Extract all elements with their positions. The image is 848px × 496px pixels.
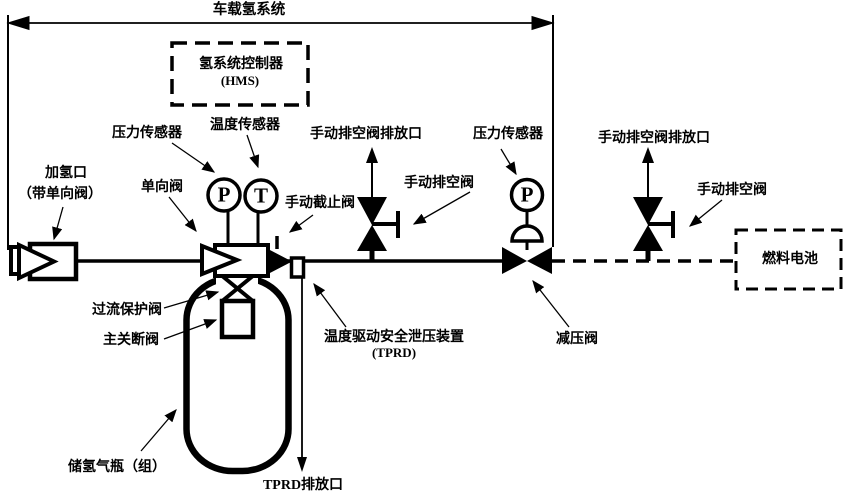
label-pressure-reducing-valve: 减压阀 [556,332,598,347]
pointer-manual-vent-valve-1 [412,191,471,225]
filling-port-symbol [9,241,79,282]
label-temperature-sensor: 温度传感器 [210,118,280,133]
vent-arrow-1-icon [366,147,378,163]
manual-vent-valve-1-symbol [357,147,400,262]
hms-box-title: 氢系统控制器 [199,57,283,72]
label-hydrogen-cylinder: 储氢气瓶（组） [68,460,166,475]
pointer-check-valve [168,196,197,233]
valve-actuator-dome [510,224,544,243]
gauge-letter-pressure-right: P [520,182,534,207]
pressure-reducing-valve-symbol [502,210,552,274]
label-manual-vent-valve-2: 手动排空阀 [697,183,767,198]
label-pointer-arrows [52,134,723,452]
pressure-gauge-right [509,177,545,213]
overflow-protection-valve-symbol [219,273,256,304]
label-manual-vent-valve-1: 手动排空阀 [404,176,474,191]
fuel-cell-box [734,228,843,291]
label-filling-port-line1: 加氢口 [45,166,87,181]
pointer-tprd [313,282,347,328]
label-overflow-protection-valve: 过流保护阀 [92,303,162,318]
pointer-filling-port [52,206,64,241]
label-tprd-line2: (TPRD) [371,345,417,360]
pointer-pressure-sensor-left [171,142,216,173]
label-tprd-port: TPRD排放口 [262,478,344,493]
main-shutoff-valve-symbol [219,298,256,340]
pointer-manual-stop-valve [288,214,314,233]
pointer-pressure-reducing-valve [532,279,570,328]
pointer-temperature-sensor [246,134,260,169]
label-vent-valve-port-1: 手动排空阀排放口 [310,127,422,142]
check-valve-symbol [200,243,243,277]
label-vent-valve-port-2: 手动排空阀排放口 [598,131,710,146]
gauge-letter-temperature: T [253,183,269,208]
pointer-manual-vent-valve-2 [688,199,723,227]
system-boundary-dimension [6,15,555,250]
label-manual-stop-valve: 手动截止阀 [285,196,355,211]
tprd-discharge-arrow-icon [297,457,307,472]
pressure-gauge-left [206,177,242,246]
tprd-discharge-line [297,277,307,472]
hms-controller-box [170,41,310,107]
label-main-shutoff-valve: 主关断阀 [103,333,159,348]
pointer-main-shutoff-valve [163,319,218,340]
dimension-arrow-right-icon [531,15,555,31]
label-check-valve: 单向阀 [141,180,183,195]
pointer-pressure-sensor-right [500,148,517,176]
tprd-symbol [268,249,306,279]
diagram-title: 车载氢系统 [212,2,286,18]
hms-box-abbr: (HMS) [220,73,260,88]
manual-vent-valve-2-symbol [633,147,675,261]
vent-arrow-2-icon [642,147,654,163]
gauge-letter-pressure-left: P [217,182,231,207]
fuel-cell-box-title: 燃料电池 [762,252,818,267]
dimension-arrow-left-icon [6,15,30,31]
label-tprd-line1: 温度驱动安全泄压装置 [324,330,464,345]
label-pressure-sensor-left: 压力传感器 [112,126,182,141]
pointer-hydrogen-cylinder [140,409,177,452]
label-pressure-sensor-right: 压力传感器 [473,127,543,142]
label-filling-port-line2: （带单向阀） [18,187,102,202]
pointer-overflow-valve [163,290,220,309]
temperature-gauge [243,178,279,246]
